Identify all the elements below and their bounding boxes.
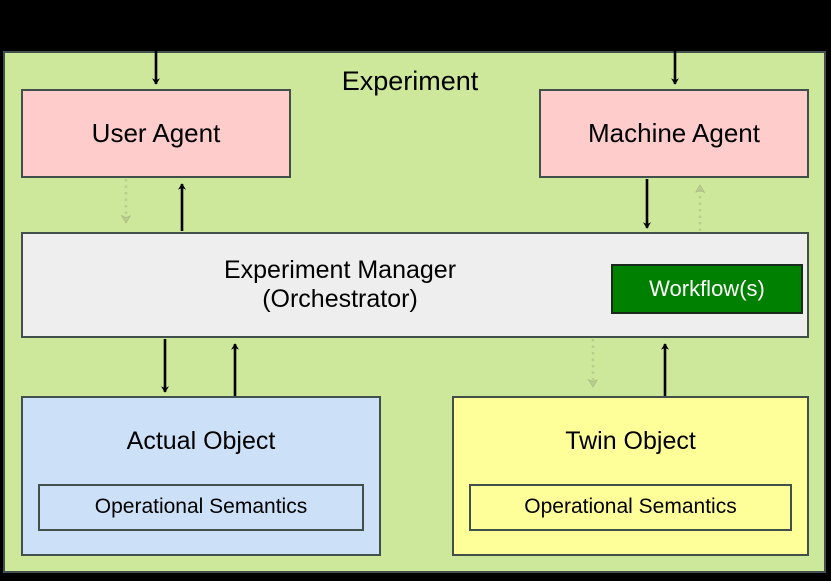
manager-label-line1: Experiment Manager xyxy=(223,256,457,284)
actual-object-operational-semantics-label: Operational Semantics xyxy=(94,495,308,519)
node-machine-agent[interactable]: Machine Agent xyxy=(539,89,809,178)
node-experiment-manager[interactable]: Experiment Manager (Orchestrator) Workfl… xyxy=(21,232,809,338)
node-twin-object-label: Twin Object xyxy=(565,427,696,455)
node-twin-object[interactable]: Twin Object Operational Semantics xyxy=(452,396,809,556)
node-experiment-manager-label: Experiment Manager (Orchestrator) xyxy=(23,256,807,314)
twin-object-operational-semantics[interactable]: Operational Semantics xyxy=(469,484,792,531)
node-actual-object-label: Actual Object xyxy=(126,427,276,455)
node-machine-agent-label: Machine Agent xyxy=(587,117,760,148)
experiment-title: Experiment xyxy=(341,66,479,96)
node-workflows[interactable]: Workflow(s) xyxy=(611,264,803,314)
actual-object-operational-semantics[interactable]: Operational Semantics xyxy=(38,484,364,531)
manager-label-line2: (Orchestrator) xyxy=(262,284,418,313)
node-workflows-label: Workflow(s) xyxy=(649,276,765,302)
node-actual-object[interactable]: Actual Object Operational Semantics xyxy=(21,396,381,556)
node-user-agent[interactable]: User Agent xyxy=(21,89,291,178)
node-user-agent-label: User Agent xyxy=(91,117,221,148)
twin-object-operational-semantics-label: Operational Semantics xyxy=(524,495,737,519)
